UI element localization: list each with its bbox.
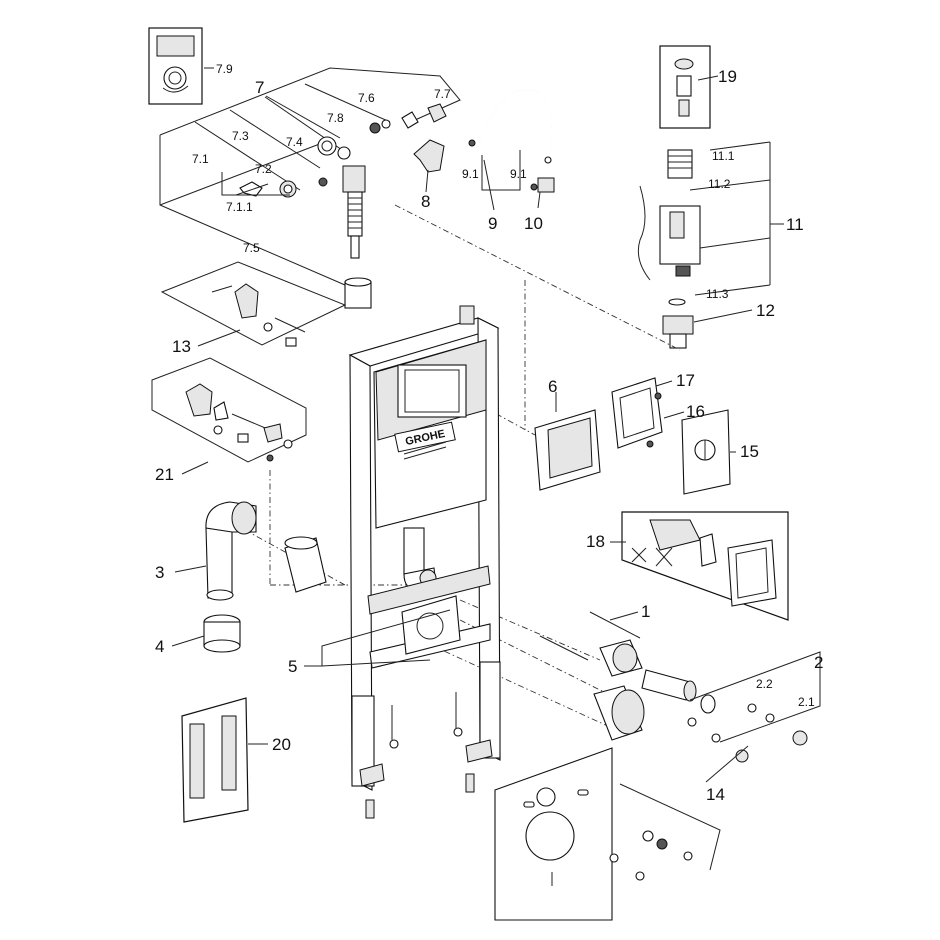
callout-7-1-1: 7.1.1 <box>226 200 253 214</box>
inset-19 <box>659 45 711 129</box>
callout-7-7: 7.7 <box>434 87 451 101</box>
part-11-flush-valve <box>637 141 771 306</box>
inset-7-9 <box>148 27 203 105</box>
callout-8: 8 <box>421 192 430 211</box>
callout-1: 1 <box>641 602 650 621</box>
callout-3: 3 <box>155 563 164 582</box>
callout-7-9: 7.9 <box>216 62 233 76</box>
callout-18: 18 <box>586 532 605 551</box>
part-4-cap <box>203 614 241 653</box>
fill-valve-group <box>159 67 461 309</box>
part-2-drain-pipe <box>593 639 821 763</box>
part-8-bracket <box>413 139 445 173</box>
grohe-logo: GROHE <box>394 421 456 460</box>
callout-7-5: 7.5 <box>243 241 260 255</box>
callout-21: 21 <box>155 465 174 484</box>
callout-11-3: 11.3 <box>706 287 729 301</box>
callout-15: 15 <box>740 442 759 461</box>
callout-7-8: 7.8 <box>327 111 344 125</box>
callout-9-1-right: 9.1 <box>510 167 527 181</box>
callout-2: 2 <box>814 653 823 672</box>
callout-9-1-left: 9.1 <box>462 167 479 181</box>
callout-7-4: 7.4 <box>286 135 303 149</box>
part-15-flush-plate <box>681 409 731 495</box>
callout-11-2: 11.2 <box>708 177 731 191</box>
callout-2-2: 2.2 <box>756 677 773 691</box>
part-10-valve <box>530 177 555 193</box>
part-21-brackets <box>151 357 307 463</box>
callout-6: 6 <box>548 377 557 396</box>
callout-10: 10 <box>524 214 543 233</box>
part-16-17-frame <box>611 377 663 449</box>
connector-sleeve <box>284 536 327 593</box>
callout-17: 17 <box>676 371 695 390</box>
inset-18 <box>621 511 789 621</box>
callout-leaders <box>171 67 784 783</box>
callout-20: 20 <box>272 735 291 754</box>
callout-7-6: 7.6 <box>358 91 375 105</box>
callout-11-1: 11.1 <box>712 149 735 163</box>
callout-5: 5 <box>288 657 297 676</box>
part-6-box <box>534 409 601 491</box>
callout-labels: 7.9 7 7.6 7.7 7.8 7.3 7.4 7.1 7.2 7.1.1 … <box>155 62 823 804</box>
part-9-hose <box>468 89 553 191</box>
callout-7-3: 7.3 <box>232 129 249 143</box>
callout-14: 14 <box>706 785 725 804</box>
callout-19: 19 <box>718 67 737 86</box>
callout-16: 16 <box>686 402 705 421</box>
callout-13: 13 <box>172 337 191 356</box>
callout-7-2: 7.2 <box>255 162 272 176</box>
inset-20 <box>181 697 249 823</box>
part-3-elbow <box>205 501 257 601</box>
callout-4: 4 <box>155 637 164 656</box>
part-12-coupling <box>662 315 694 349</box>
callout-11: 11 <box>786 215 804 234</box>
callout-7: 7 <box>255 78 264 97</box>
part-1-rods <box>539 611 641 661</box>
part-13-brackets <box>160 261 347 347</box>
callout-7-1: 7.1 <box>192 152 209 166</box>
callout-9: 9 <box>488 214 497 233</box>
callout-12: 12 <box>756 301 775 320</box>
part-14-mat <box>494 747 721 921</box>
installation-frame: GROHE <box>348 305 501 819</box>
callout-2-1: 2.1 <box>798 695 815 709</box>
